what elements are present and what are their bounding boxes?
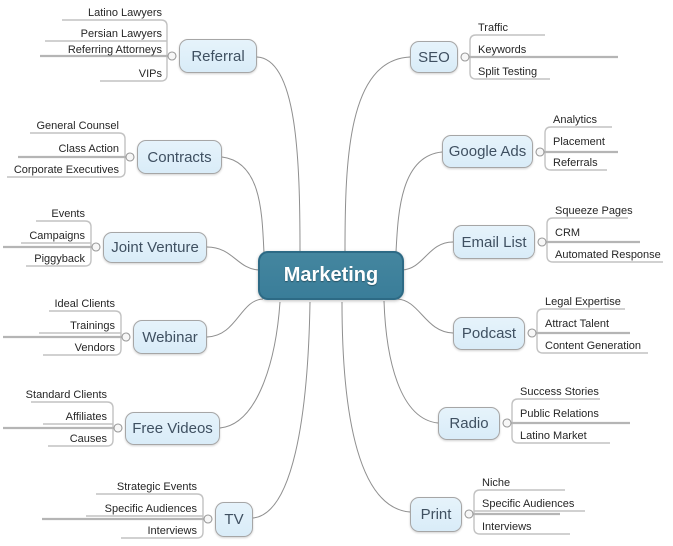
collapse-toggle-seo[interactable] [460, 52, 470, 62]
subtopic-events[interactable]: Events [51, 208, 85, 220]
central-topic[interactable]: Marketing [258, 251, 404, 300]
collapse-toggle-tv[interactable] [203, 514, 213, 524]
subtopic-class-action[interactable]: Class Action [58, 143, 119, 155]
collapse-toggle-google-ads[interactable] [535, 147, 545, 157]
subtopic-lines-free-videos [3, 401, 114, 447]
subtopic-analytics[interactable]: Analytics [553, 114, 598, 126]
subtopic-specific-audiences-tv[interactable]: Specific Audiences [104, 503, 197, 515]
subtopic-specific-audiences-print[interactable]: Specific Audiences [482, 498, 575, 510]
subtopic-lines-referral [40, 19, 168, 82]
subtopic-latino-lawyers[interactable]: Latino Lawyers [88, 7, 162, 19]
subtopic-referring-attorneys[interactable]: Referring Attorneys [67, 44, 162, 56]
subtopic-keywords[interactable]: Keywords [478, 44, 527, 56]
subtopic-squeeze-pages[interactable]: Squeeze Pages [555, 205, 633, 217]
collapse-toggle-print[interactable] [464, 509, 474, 519]
subtopic-split-testing[interactable]: Split Testing [478, 66, 538, 78]
subtopic-lines-radio [511, 398, 630, 444]
subtopic-causes[interactable]: Causes [69, 433, 107, 445]
subtopic-vendors[interactable]: Vendors [74, 342, 115, 354]
subtopic-public-relations[interactable]: Public Relations [520, 408, 599, 420]
subtopic-lines-print [468, 489, 585, 535]
collapse-toggle-referral[interactable] [167, 51, 177, 61]
topic-podcast[interactable]: Podcast [453, 317, 525, 350]
topic-free-videos[interactable]: Free Videos [125, 412, 220, 445]
subtopic-niche[interactable]: Niche [482, 477, 511, 489]
subtopic-lines-podcast [536, 308, 648, 354]
subtopic-legal-expertise[interactable]: Legal Expertise [545, 296, 621, 308]
subtopic-trainings[interactable]: Trainings [70, 320, 115, 332]
branch-curves [206, 56, 454, 519]
subtopic-corporate-executives[interactable]: Corporate Executives [13, 164, 119, 176]
subtopic-lines-google-ads [544, 126, 618, 171]
collapse-toggle-free-videos[interactable] [113, 423, 123, 433]
subtopic-traffic[interactable]: Traffic [478, 22, 508, 34]
subtopic-content-generation[interactable]: Content Generation [545, 340, 642, 352]
subtopic-vips[interactable]: VIPs [138, 68, 162, 80]
subtopic-automated-response[interactable]: Automated Response [555, 249, 661, 261]
subtopic-lines-webinar [3, 310, 122, 356]
topic-seo[interactable]: SEO [410, 41, 458, 73]
subtopic-lines-contracts [7, 132, 126, 178]
topic-radio[interactable]: Radio [438, 407, 500, 440]
subtopic-attract-talent[interactable]: Attract Talent [545, 318, 609, 330]
subtopic-interviews-print[interactable]: Interviews [482, 521, 532, 533]
topic-print[interactable]: Print [410, 497, 462, 532]
subtopic-crm[interactable]: CRM [555, 227, 581, 239]
subtopic-placement[interactable]: Placement [553, 136, 605, 148]
collapse-toggle-podcast[interactable] [527, 328, 537, 338]
subtopic-lines-joint-venture [3, 220, 92, 267]
topic-tv[interactable]: TV [215, 502, 253, 537]
subtopic-lines-email-list [546, 217, 663, 263]
subtopic-campaigns[interactable]: Campaigns [29, 230, 85, 242]
subtopic-success-stories[interactable]: Success Stories [520, 386, 599, 398]
subtopic-general-counsel[interactable]: General Counsel [36, 120, 119, 132]
subtopic-standard-clients[interactable]: Standard Clients [25, 389, 107, 401]
topic-webinar[interactable]: Webinar [133, 320, 207, 354]
subtopic-strategic-events[interactable]: Strategic Events [116, 481, 197, 493]
collapse-toggle-joint-venture[interactable] [91, 242, 101, 252]
subtopic-lines-seo [469, 34, 618, 80]
topic-google-ads[interactable]: Google Ads [442, 135, 533, 168]
collapse-toggle-webinar[interactable] [121, 332, 131, 342]
subtopic-piggyback[interactable]: Piggyback [34, 253, 85, 265]
topic-email-list[interactable]: Email List [453, 225, 535, 259]
subtopic-ideal-clients[interactable]: Ideal Clients [54, 298, 115, 310]
collapse-toggle-email-list[interactable] [537, 237, 547, 247]
subtopic-referrals[interactable]: Referrals [553, 157, 598, 169]
topic-contracts[interactable]: Contracts [137, 140, 222, 174]
subtopic-latino-market[interactable]: Latino Market [520, 430, 587, 442]
subtopic-affiliates[interactable]: Affiliates [65, 411, 107, 423]
topic-joint-venture[interactable]: Joint Venture [103, 232, 207, 263]
subtopic-interviews-tv[interactable]: Interviews [147, 525, 197, 537]
subtopic-persian-lawyers[interactable]: Persian Lawyers [80, 28, 162, 40]
collapse-toggle-radio[interactable] [502, 418, 512, 428]
topic-referral[interactable]: Referral [179, 39, 257, 73]
subtopic-lines-tv [42, 493, 204, 539]
collapse-toggle-contracts[interactable] [125, 152, 135, 162]
